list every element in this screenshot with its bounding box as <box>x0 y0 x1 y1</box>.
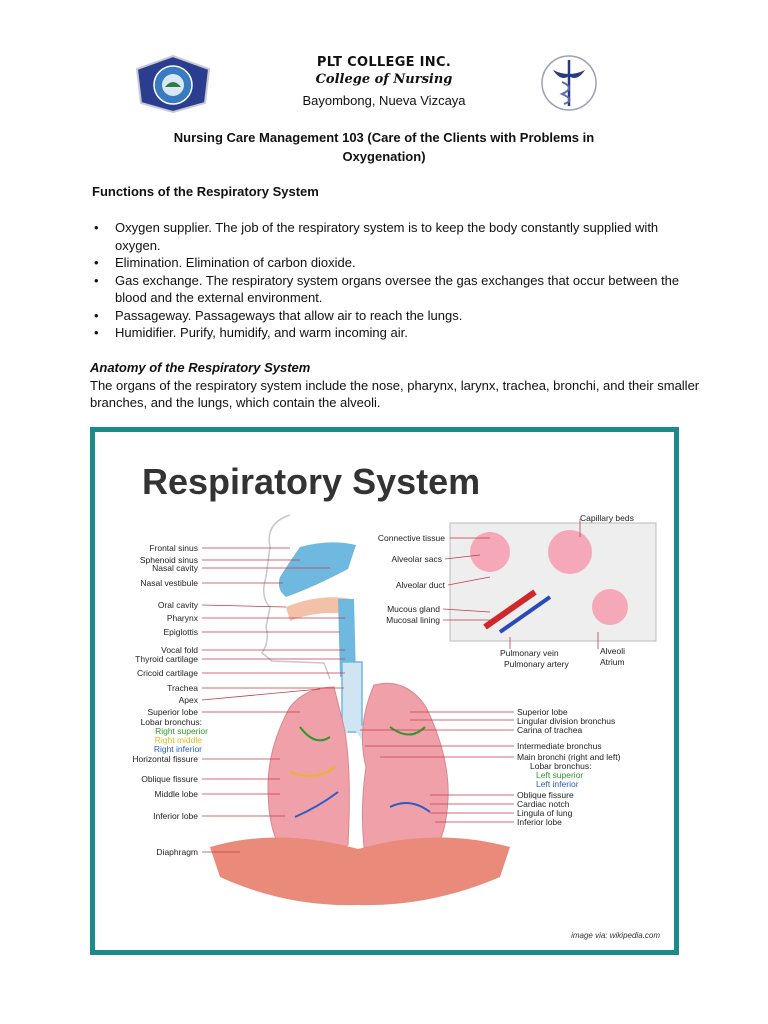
label-cardiac-notch: Cardiac notch <box>517 799 570 809</box>
label-alveolar-duct: Alveolar duct <box>396 580 446 590</box>
alveolar-sac-shape <box>592 589 628 625</box>
label-mucous-gland: Mucous gland <box>387 604 440 614</box>
function-item: • Oxygen supplier. The job of the respira… <box>92 219 692 254</box>
label-right-inferior: Right inferior <box>154 744 202 754</box>
label-inferior-lobe: Inferior lobe <box>153 811 198 821</box>
label-main-bronchi: Main bronchi (right and left) <box>517 752 621 762</box>
label-right-superior: Right superior <box>155 726 208 736</box>
label-lingula-of-lung: Lingula of lung <box>517 808 573 818</box>
left-inferior-bronchus <box>389 802 431 813</box>
function-text: Humidifier. Purify, humidify, and warm i… <box>115 325 408 340</box>
college-location: Bayombong, Nueva Vizcaya <box>302 93 466 108</box>
label-intermediate-bronchus: Intermediate bronchus <box>517 741 602 751</box>
trachea-shape <box>341 661 363 733</box>
label-oblique-fissure-left: Oblique fissure <box>517 790 574 800</box>
head-outline <box>260 514 331 680</box>
label-oblique-fissure: Oblique fissure <box>141 774 198 784</box>
label-apex: Apex <box>179 695 199 705</box>
label-pulmonary-artery: Pulmonary artery <box>504 659 569 669</box>
oral-cavity-shape <box>286 597 352 621</box>
label-mucosal-lining: Mucosal lining <box>386 615 440 625</box>
anatomy-heading: Anatomy of the Respiratory System <box>90 360 311 375</box>
pulmonary-artery-shape <box>483 589 537 630</box>
left-labels: Frontal sinus Sphenoid sinus Nasal cavit… <box>132 543 208 857</box>
right-superior-bronchus <box>299 726 331 742</box>
label-alveolar-sacs: Alveolar sacs <box>391 554 442 564</box>
bullet-icon: • <box>94 220 99 235</box>
label-trachea: Trachea <box>167 683 198 693</box>
label-connective-tissue: Connective tissue <box>378 533 445 543</box>
function-text: Oxygen supplier. The job of the respirat… <box>115 220 659 253</box>
function-item: • Elimination. Elimination of carbon diox… <box>92 254 692 272</box>
left-superior-bronchus <box>389 726 426 736</box>
label-left-superior: Left superior <box>536 770 583 780</box>
label-left-inferior: Left inferior <box>536 779 579 789</box>
label-pharynx: Pharynx <box>167 613 199 623</box>
bullet-icon: • <box>94 255 99 270</box>
alveolar-sac-shape <box>470 532 510 572</box>
label-cricoid-cartilage: Cricoid cartilage <box>137 668 198 678</box>
functions-list: • Oxygen supplier. The job of the respira… <box>92 219 692 342</box>
bullet-icon: • <box>94 325 99 340</box>
college-name: PLT COLLEGE INC. <box>316 55 452 70</box>
label-oral-cavity: Oral cavity <box>158 600 199 610</box>
label-epiglottis: Epiglottis <box>164 627 199 637</box>
label-lingular-division-bronchus: Lingular division bronchus <box>517 716 615 726</box>
label-inferior-lobe-left: Inferior lobe <box>517 817 562 827</box>
label-horizontal-fissure: Horizontal fissure <box>132 754 198 764</box>
respiratory-system-figure: Respiratory System <box>90 427 679 955</box>
bullet-icon: • <box>94 272 99 288</box>
label-atrium: Atrium <box>600 657 625 667</box>
function-item: • Humidifier. Purify, humidify, and warm … <box>92 324 692 342</box>
label-middle-lobe: Middle lobe <box>155 789 199 799</box>
function-item: • Gas exchange. The respiratory system or… <box>92 272 692 307</box>
label-lobar-bronchus-left: Lobar bronchus: <box>530 761 591 771</box>
pharynx-shape <box>338 599 356 677</box>
functions-heading: Functions of the Respiratory System <box>92 184 319 199</box>
function-text: Gas exchange. The respiratory system org… <box>115 272 680 306</box>
inset-labels: Capillary beds Connective tissue Alveola… <box>378 513 634 669</box>
label-thyroid-cartilage: Thyroid cartilage <box>135 654 198 664</box>
label-alveoli: Alveoli <box>600 646 625 656</box>
label-superior-lobe-left: Superior lobe <box>517 707 568 717</box>
right-lung <box>267 686 350 853</box>
college-of-nursing-seal <box>541 55 597 111</box>
label-pulmonary-vein: Pulmonary vein <box>500 648 559 658</box>
label-lobar-bronchus: Lobar bronchus: <box>141 717 202 727</box>
right-labels: Superior lobe Lingular division bronchus… <box>517 707 621 827</box>
function-item: • Passageway. Passageways that allow air … <box>92 307 692 325</box>
function-text: Passageway. Passageways that allow air t… <box>115 307 463 323</box>
label-carina-of-trachea: Carina of trachea <box>517 725 582 735</box>
left-leader-lines <box>201 547 345 853</box>
pulmonary-vein-shape <box>498 595 552 634</box>
alveolar-sac-shape <box>548 530 592 574</box>
label-diaphragm: Diaphragm <box>156 847 198 857</box>
label-superior-lobe: Superior lobe <box>147 707 198 717</box>
school-name: College of Nursing <box>315 72 453 87</box>
figure-credit: image via: wikipedia.com <box>571 931 660 940</box>
plt-college-logo <box>135 55 211 113</box>
figure-title: Respiratory System <box>142 461 480 502</box>
label-sphenoid-sinus: Sphenoid sinus <box>140 555 198 565</box>
label-frontal-sinus: Frontal sinus <box>149 543 198 553</box>
label-nasal-vestibule: Nasal vestibule <box>140 578 198 588</box>
inset-leader-lines <box>442 519 599 649</box>
label-capillary-beds: Capillary beds <box>580 513 634 523</box>
right-middle-bronchus <box>289 766 336 777</box>
function-text: Elimination. Elimination of carbon dioxi… <box>115 255 356 270</box>
right-inferior-bronchus <box>294 791 339 818</box>
anatomy-paragraph: The organs of the respiratory system inc… <box>90 378 700 410</box>
right-leader-lines <box>360 711 514 823</box>
document-title: Nursing Care Management 103 (Care of the… <box>173 130 595 164</box>
nasal-cavity-shape <box>278 542 356 597</box>
diaphragm-shape <box>210 837 510 906</box>
label-right-middle: Right middle <box>155 735 203 745</box>
label-vocal-fold: Vocal fold <box>161 645 198 655</box>
label-nasal-cavity: Nasal cavity <box>152 563 199 573</box>
bullet-icon: • <box>94 307 99 323</box>
